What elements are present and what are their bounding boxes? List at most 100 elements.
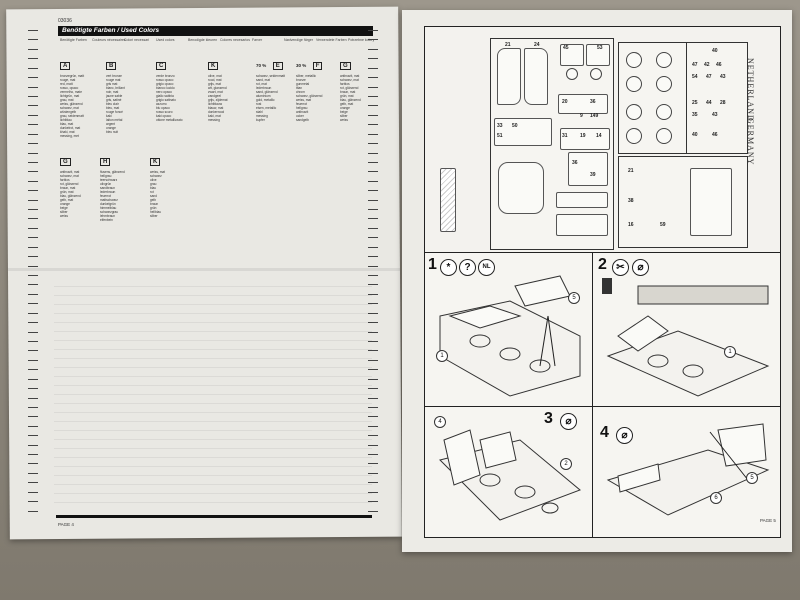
margin-tick [368,105,378,106]
color-entry: vert bronze [106,74,122,78]
color-entry: rouge, mat [60,78,76,82]
margin-tick [28,350,38,351]
color-entry: orange [60,202,70,206]
header-label: Benötigte Farben [60,38,87,42]
color-entry: lichtgrün, mat [60,94,80,98]
wheel-part [626,76,642,92]
color-entry: verde bronzo [156,74,175,78]
color-entry: nero opaco [156,90,172,94]
part-number: 21 [628,168,634,174]
color-entry: weiss [340,118,348,122]
color-entry: orange [106,126,116,130]
color-entry: sand, glänzend [256,90,278,94]
margin-tick [368,341,378,342]
margin-tick [28,96,38,97]
margin-tick [368,473,378,474]
color-entry: titan [296,86,303,90]
color-entry: anthrazit, mat [340,74,360,78]
language-code: E [272,62,283,70]
margin-tick [368,237,378,238]
margin-tick [28,473,38,474]
margin-tick [368,200,378,201]
small-part [560,44,584,66]
color-entry: grün, mat [60,190,74,194]
color-entry: farblos [340,82,350,86]
wheel-hole [479,473,501,487]
color-entry: ocker [296,114,304,118]
margin-tick [368,294,378,295]
color-entry: himmelblau [100,206,117,210]
margin-tick [368,256,378,257]
color-entry: rosso opaco [156,78,174,82]
margin-tick [368,266,378,267]
color-entry: hellgrau [100,174,112,178]
part-number: 44 [706,100,712,106]
margin-tick [28,228,38,229]
part-number: 28 [720,100,726,106]
color-entry: beige [60,206,68,210]
color-entry: bronze [296,78,306,82]
question-icon: ? [459,259,476,276]
margin-tick [28,68,38,69]
color-entry: grigio satinato [156,98,176,102]
wheel-hole [647,354,669,368]
glue-icon: ⌀ [560,413,577,430]
header-label: Potrzebne kolory [348,38,375,42]
margin-tick [28,303,38,304]
part-number: 46 [716,62,722,68]
color-entry: sand, mat [256,78,270,82]
part-number: 33 [497,123,503,129]
margin-tick [368,407,378,408]
margin-tick [368,30,378,31]
color-entry: grijs, mat [208,82,221,86]
color-entry: grau, mat [60,98,74,102]
color-entry: grün, mat [340,94,354,98]
color-entry: blu opaco [156,106,170,110]
color-entry: blau, glänzend [60,194,81,198]
color-entry: braun, mat [340,90,356,94]
wheel-part [590,68,602,80]
part-number: 45 [563,45,569,51]
margin-tick [28,200,38,201]
left-edge-ticks [28,30,38,520]
color-entry: beige [340,110,348,114]
color-entry: rood, mat [208,78,222,82]
wheel-part [656,52,672,68]
netherlands-version-icon: NL [478,259,495,276]
margin-tick [28,115,38,116]
color-entry: wüstengelb [60,110,77,114]
color-entry: red, matt [60,82,73,86]
language-code: G [60,158,71,166]
step-number: 3 [544,410,553,427]
color-entry: ottone metallizzato [156,118,183,122]
margin-tick [28,341,38,342]
page-fold [8,268,400,271]
part-number: 21 [505,42,511,48]
color-entry: gris, satiné [106,98,122,102]
header-label: Couleurs nécessaires [92,38,126,42]
margin-tick [28,190,38,191]
margin-tick [28,501,38,502]
margin-tick [28,492,38,493]
margin-tick [28,294,38,295]
step-3-diagram [439,429,581,521]
small-part [568,152,608,186]
margin-tick [368,77,378,78]
margin-tick [28,266,38,267]
part-callout: 4 [434,416,446,428]
wheel-part [656,104,672,120]
color-entry: grigio opaco [156,82,174,86]
margin-tick [28,256,38,257]
step-number: 2 [598,256,607,273]
part-number: 39 [590,172,596,178]
margin-tick [28,143,38,144]
color-entry: schwarz, mat [340,78,359,82]
color-entry: olive, mat [208,74,222,78]
color-entry: blau, mat [60,122,74,126]
margin-tick [368,398,378,399]
part-callout: 5 [568,292,580,304]
